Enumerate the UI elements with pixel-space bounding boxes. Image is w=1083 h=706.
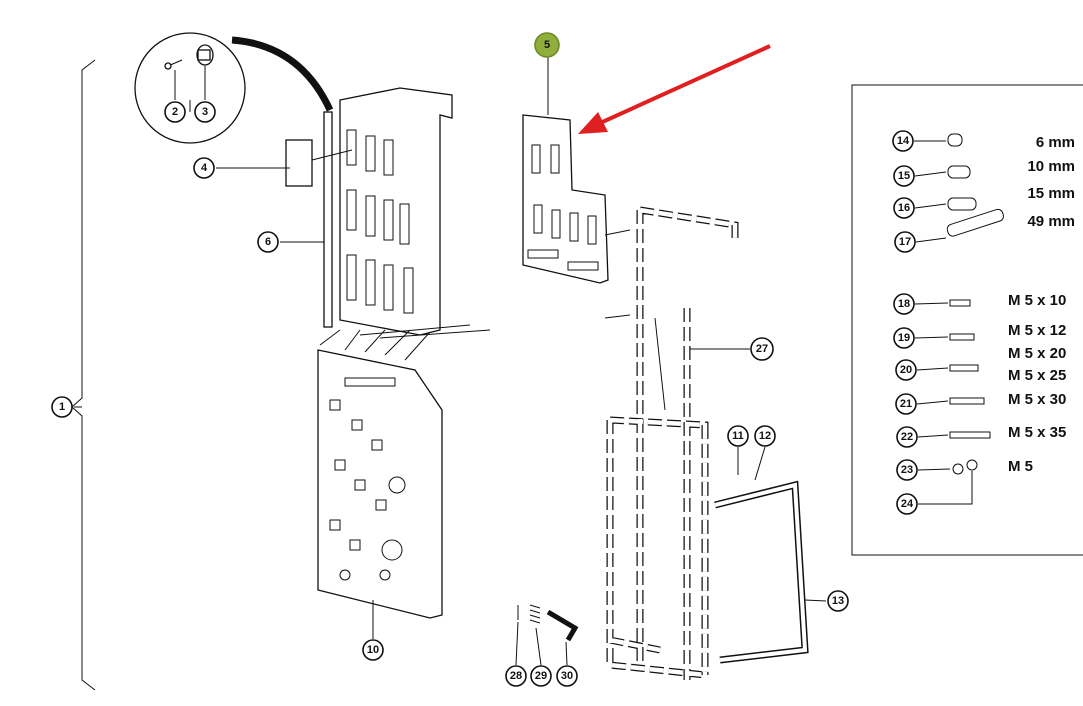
callout-17: 17 bbox=[894, 231, 916, 253]
svg-text:6: 6 bbox=[265, 236, 271, 248]
spacer-length-10: 10 mm bbox=[1027, 158, 1075, 175]
screw-size-20: M 5 x 20 bbox=[1008, 345, 1066, 362]
svg-text:14: 14 bbox=[897, 135, 910, 147]
callout-15: 15 bbox=[893, 165, 915, 187]
callout-29: 29 bbox=[530, 665, 552, 687]
spacer-length-6: 6 mm bbox=[1036, 134, 1075, 151]
svg-text:1: 1 bbox=[59, 401, 65, 413]
callout-4: 4 bbox=[193, 157, 215, 179]
callout-2: 2 bbox=[164, 101, 186, 123]
callout-28: 28 bbox=[505, 665, 527, 687]
callout-13: 13 bbox=[827, 590, 849, 612]
screw-size-25: M 5 x 25 bbox=[1008, 367, 1066, 384]
legend-hardware-drawings bbox=[946, 133, 1005, 475]
callout-30: 30 bbox=[556, 665, 578, 687]
spacer-length-15: 15 mm bbox=[1027, 185, 1075, 202]
leader-lines bbox=[74, 56, 973, 666]
svg-text:5: 5 bbox=[544, 39, 550, 51]
svg-text:20: 20 bbox=[900, 364, 912, 376]
guard-bracket bbox=[714, 480, 809, 664]
legend-spacer-lengths: 6 mm 10 mm 15 mm 49 mm bbox=[1027, 134, 1075, 230]
svg-text:12: 12 bbox=[759, 430, 771, 442]
svg-text:10: 10 bbox=[367, 644, 379, 656]
svg-text:17: 17 bbox=[899, 236, 911, 248]
legend-screw-sizes: M 5 x 10 M 5 x 12 M 5 x 20 M 5 x 25 M 5 … bbox=[1008, 292, 1066, 475]
nut-size: M 5 bbox=[1008, 458, 1033, 475]
svg-text:11: 11 bbox=[732, 430, 744, 442]
callout-10: 10 bbox=[362, 639, 384, 661]
callout-12: 12 bbox=[754, 425, 776, 447]
callout-16: 16 bbox=[893, 197, 915, 219]
svg-text:27: 27 bbox=[756, 343, 768, 355]
svg-text:18: 18 bbox=[898, 298, 910, 310]
callout-27: 27 bbox=[750, 337, 774, 361]
callout-20: 20 bbox=[895, 359, 917, 381]
target-pcb bbox=[522, 114, 609, 284]
callout-22: 22 bbox=[896, 426, 918, 448]
screw-size-35: M 5 x 35 bbox=[1008, 424, 1066, 441]
red-pointer-arrow bbox=[578, 44, 771, 134]
callout-5-highlighted: 5 bbox=[534, 32, 560, 58]
callout-23: 23 bbox=[896, 459, 918, 481]
callout-14: 14 bbox=[892, 130, 914, 152]
mounting-frame bbox=[604, 206, 739, 680]
main-pcb bbox=[317, 329, 443, 619]
svg-text:15: 15 bbox=[898, 170, 910, 182]
callout-18: 18 bbox=[893, 293, 915, 315]
callout-19: 19 bbox=[893, 327, 915, 349]
svg-text:2: 2 bbox=[172, 106, 178, 118]
detail-magnifier bbox=[134, 32, 334, 144]
svg-text:30: 30 bbox=[561, 670, 573, 682]
svg-text:28: 28 bbox=[510, 670, 522, 682]
screw-size-30: M 5 x 30 bbox=[1008, 391, 1066, 408]
svg-text:23: 23 bbox=[901, 464, 913, 476]
callout-21: 21 bbox=[895, 393, 917, 415]
svg-text:24: 24 bbox=[901, 498, 914, 510]
callout-11: 11 bbox=[727, 425, 749, 447]
svg-text:4: 4 bbox=[201, 162, 208, 174]
mounting-bracket-plate bbox=[285, 87, 491, 346]
callout-24: 24 bbox=[896, 493, 918, 515]
svg-text:29: 29 bbox=[535, 670, 547, 682]
callout-1: 1 bbox=[51, 396, 73, 418]
callout-6: 6 bbox=[257, 231, 279, 253]
svg-text:13: 13 bbox=[832, 595, 844, 607]
svg-text:16: 16 bbox=[898, 202, 910, 214]
assembly-bracket bbox=[71, 59, 96, 691]
screw-size-12: M 5 x 12 bbox=[1008, 322, 1066, 339]
svg-text:22: 22 bbox=[901, 431, 913, 443]
svg-text:21: 21 bbox=[900, 398, 912, 410]
legend-box bbox=[851, 84, 1083, 556]
svg-text:19: 19 bbox=[898, 332, 910, 344]
svg-text:3: 3 bbox=[202, 106, 208, 118]
callout-3: 3 bbox=[194, 101, 216, 123]
spacer-length-49: 49 mm bbox=[1027, 213, 1075, 230]
screw-size-10: M 5 x 10 bbox=[1008, 292, 1066, 309]
pin-spring-lever bbox=[517, 604, 579, 642]
